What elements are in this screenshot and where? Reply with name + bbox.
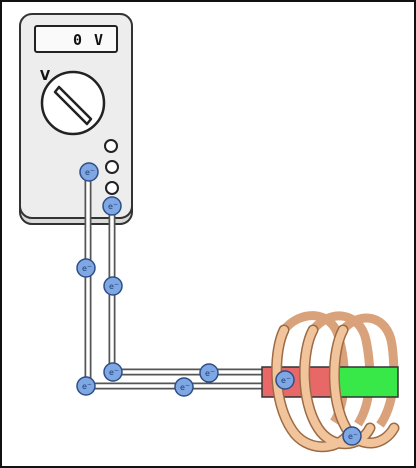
electron: e−: [174, 377, 194, 397]
electron: e−: [199, 363, 219, 383]
bar-magnet[interactable]: [261, 366, 399, 398]
dial-mode-label: V: [40, 69, 50, 84]
electron: e−: [76, 258, 96, 278]
electron-label: e−: [281, 375, 291, 385]
electron-label: e−: [109, 367, 119, 377]
voltmeter-unit: V: [94, 31, 103, 49]
jack-middle: [105, 160, 119, 174]
voltmeter[interactable]: 0 V V: [19, 13, 133, 225]
magnet-south-pole: [331, 366, 399, 398]
electron-label: e−: [348, 431, 358, 441]
electron: e−: [103, 276, 123, 296]
electron-label: e−: [180, 382, 190, 392]
electron-label: e−: [108, 201, 118, 211]
electron: e−: [102, 196, 122, 216]
electron: e−: [275, 370, 295, 390]
voltmeter-display: [34, 25, 118, 53]
electron-label: e−: [109, 281, 119, 291]
jack-top: [104, 139, 118, 153]
electron-label: e−: [205, 368, 215, 378]
electron-label: e−: [82, 263, 92, 273]
electron: e−: [79, 162, 99, 182]
jack-bottom: [105, 181, 119, 195]
electron-label: e−: [82, 381, 92, 391]
input-jacks: [104, 139, 119, 195]
electron: e−: [103, 362, 123, 382]
electron: e−: [342, 426, 362, 446]
electrons: e− e− e− e− e− e− e− e− e− e−: [76, 162, 362, 446]
electron: e−: [76, 376, 96, 396]
voltmeter-reading: 0: [73, 31, 82, 49]
selector-dial[interactable]: [40, 70, 106, 136]
electron-label: e−: [85, 167, 95, 177]
